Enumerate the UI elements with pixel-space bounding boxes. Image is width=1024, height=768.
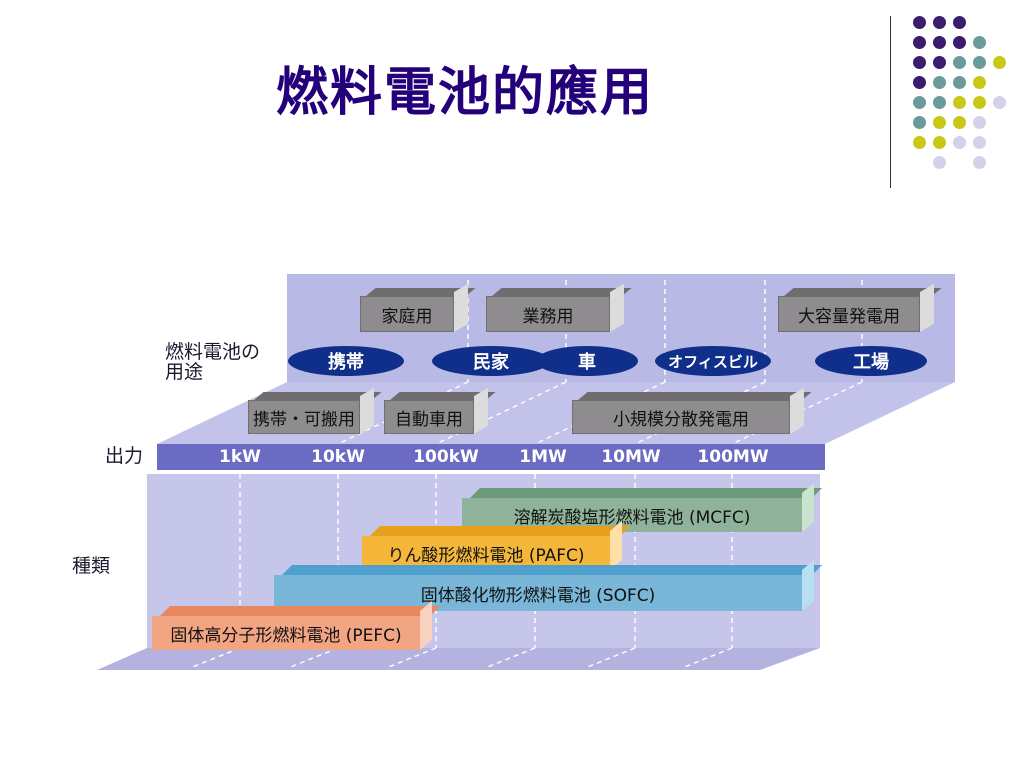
scale-tick: 100kW [413, 447, 479, 467]
oval-factory: 工場 [815, 346, 927, 376]
usage-box-automotive: 自動車用 [384, 387, 496, 434]
scale-tick: 1MW [519, 447, 567, 467]
oval-car: 車 [536, 346, 638, 376]
dot-purple [953, 36, 966, 49]
type-bar-sofc: 固体酸化物形燃料電池 (SOFC) [274, 559, 822, 611]
dot-yellow [933, 136, 946, 149]
usage-box-label: 業務用 [486, 296, 610, 332]
usage-box-label: 携帯・可搬用 [248, 400, 360, 434]
dot-purple [933, 16, 946, 29]
type-bar-pafc: りん酸形燃料電池 (PAFC) [362, 520, 630, 570]
oval-portable: 携帯 [288, 346, 404, 376]
page-title: 燃料電池的應用 [275, 62, 654, 123]
dot-purple [933, 36, 946, 49]
dot-lavender [973, 116, 986, 129]
scale-tick: 1kW [219, 447, 261, 467]
dot-teal [953, 76, 966, 89]
output-scale-bar [157, 444, 825, 470]
type-bar-label: 固体酸化物形燃料電池 (SOFC) [274, 575, 802, 611]
usage-box-large-scale: 大容量発電用 [778, 283, 942, 332]
output-label: 出力 [105, 445, 144, 467]
usage-box-household: 家庭用 [360, 283, 476, 332]
dot-lavender [933, 156, 946, 169]
dot-purple [913, 36, 926, 49]
dot-lavender [973, 136, 986, 149]
dot-purple [913, 16, 926, 29]
oval-office-building: オフィスビル [655, 346, 771, 376]
usage-box-label: 大容量発電用 [778, 296, 920, 332]
dot-lavender [953, 136, 966, 149]
usage-box-label: 家庭用 [360, 296, 454, 332]
usage-box-business: 業務用 [486, 283, 632, 332]
dot-lavender [973, 156, 986, 169]
divider-line [890, 16, 891, 188]
oval-residence: 民家 [432, 346, 550, 376]
scale-tick: 10kW [311, 447, 365, 467]
usage-box-label: 自動車用 [384, 400, 474, 434]
dot-purple [933, 56, 946, 69]
scale-tick: 10MW [601, 447, 661, 467]
dot-yellow [973, 76, 986, 89]
dot-yellow [933, 116, 946, 129]
dot-yellow [913, 136, 926, 149]
type-bar-pefc: 固体高分子形燃料電池 (PEFC) [152, 600, 440, 650]
dot-yellow [993, 56, 1006, 69]
dot-purple [913, 56, 926, 69]
dot-yellow [953, 96, 966, 109]
dot-teal [933, 76, 946, 89]
usage-label: 燃料電池の用途 [165, 341, 261, 383]
dot-purple [913, 76, 926, 89]
dot-yellow [953, 116, 966, 129]
dot-yellow [973, 96, 986, 109]
bottom-floor [97, 648, 820, 670]
dot-teal [973, 36, 986, 49]
usage-box-portable: 携帯・可搬用 [248, 387, 382, 434]
dot-teal [973, 56, 986, 69]
dot-teal [953, 56, 966, 69]
dot-teal [933, 96, 946, 109]
types-label: 種類 [72, 555, 111, 577]
dot-teal [913, 96, 926, 109]
dot-lavender [993, 96, 1006, 109]
usage-box-label: 小規模分散発電用 [572, 400, 790, 434]
usage-box-small-distributed: 小規模分散発電用 [572, 387, 812, 434]
type-bar-label: りん酸形燃料電池 (PAFC) [362, 536, 610, 570]
dot-teal [913, 116, 926, 129]
dot-purple [953, 16, 966, 29]
scale-tick: 100MW [697, 447, 769, 467]
type-bar-label: 固体高分子形燃料電池 (PEFC) [152, 616, 420, 650]
